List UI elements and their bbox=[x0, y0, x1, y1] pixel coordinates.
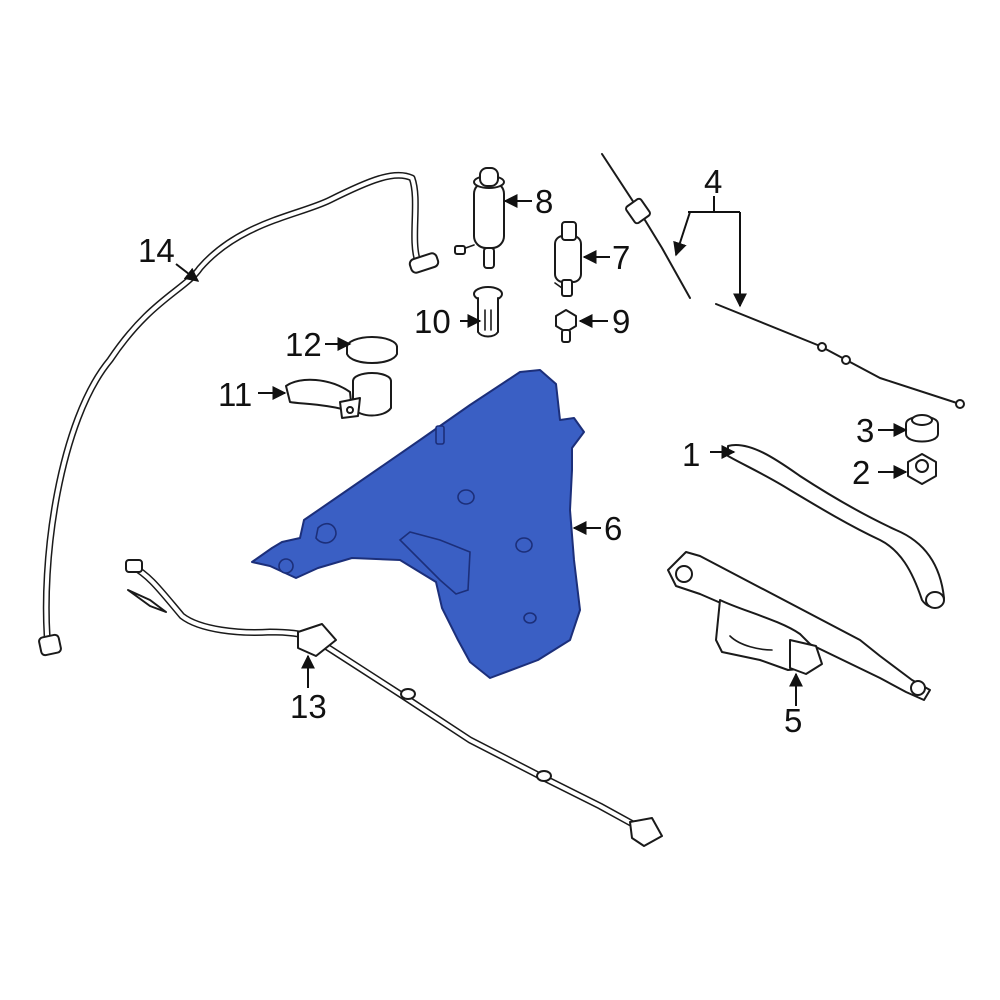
filler-neck-part-11[interactable] bbox=[285, 372, 392, 419]
callout-8: 8 bbox=[535, 183, 553, 220]
callout-10: 10 bbox=[414, 303, 451, 340]
callout-13: 13 bbox=[290, 688, 327, 725]
wiper-arm-part-1[interactable] bbox=[727, 444, 945, 609]
callout-2: 2 bbox=[852, 454, 870, 491]
callout-12: 12 bbox=[285, 326, 322, 363]
callout-7: 7 bbox=[612, 239, 630, 276]
callout-11: 11 bbox=[218, 376, 252, 413]
bolt-part-9[interactable] bbox=[555, 309, 577, 343]
callout-5: 5 bbox=[784, 702, 802, 739]
nut-cover-part-3[interactable] bbox=[905, 414, 939, 443]
callout-6: 6 bbox=[604, 510, 622, 547]
filler-cap-part-12[interactable] bbox=[346, 336, 398, 364]
washer-pump-part-8[interactable] bbox=[454, 167, 505, 269]
hex-nut-part-2[interactable] bbox=[907, 453, 937, 485]
callout-labels: 1 2 3 4 5 6 7 8 9 10 11 12 13 14 bbox=[138, 163, 874, 739]
callout-9: 9 bbox=[612, 303, 630, 340]
callout-3: 3 bbox=[856, 412, 874, 449]
leader-lines bbox=[175, 194, 908, 706]
wiper-blade-part-4[interactable] bbox=[601, 153, 965, 409]
washer-hose-part-14[interactable] bbox=[38, 171, 440, 657]
washer-pump-part-7[interactable] bbox=[554, 221, 582, 297]
callout-4: 4 bbox=[704, 163, 722, 200]
wiper-linkage-motor-part-5[interactable] bbox=[667, 551, 931, 701]
callout-1: 1 bbox=[682, 436, 700, 473]
callout-14: 14 bbox=[138, 232, 175, 269]
wiring-harness-part-13[interactable] bbox=[125, 559, 663, 847]
washer-reservoir-part-6[interactable] bbox=[251, 369, 585, 679]
grommet-part-10[interactable] bbox=[473, 286, 503, 338]
